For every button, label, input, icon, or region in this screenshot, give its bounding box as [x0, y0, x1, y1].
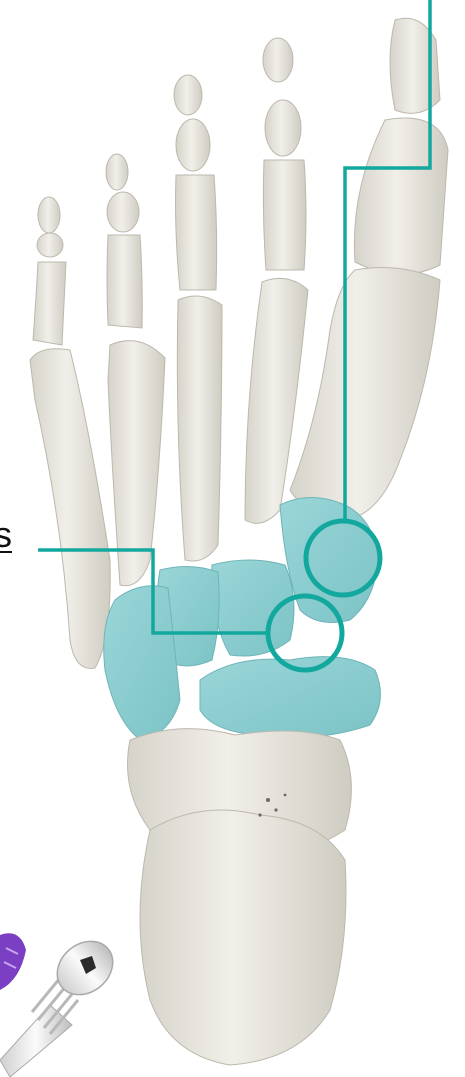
toe-2-phalanges	[263, 38, 306, 270]
toe-5-phalanges	[33, 197, 66, 345]
hindfoot-bones	[128, 729, 352, 1065]
toe-3-phalanges	[174, 75, 217, 290]
toe-4-phalanges	[106, 154, 142, 328]
callout-label: s	[0, 515, 12, 555]
big-toe-phalanges	[354, 18, 448, 274]
purple-screw-icon	[0, 933, 26, 990]
